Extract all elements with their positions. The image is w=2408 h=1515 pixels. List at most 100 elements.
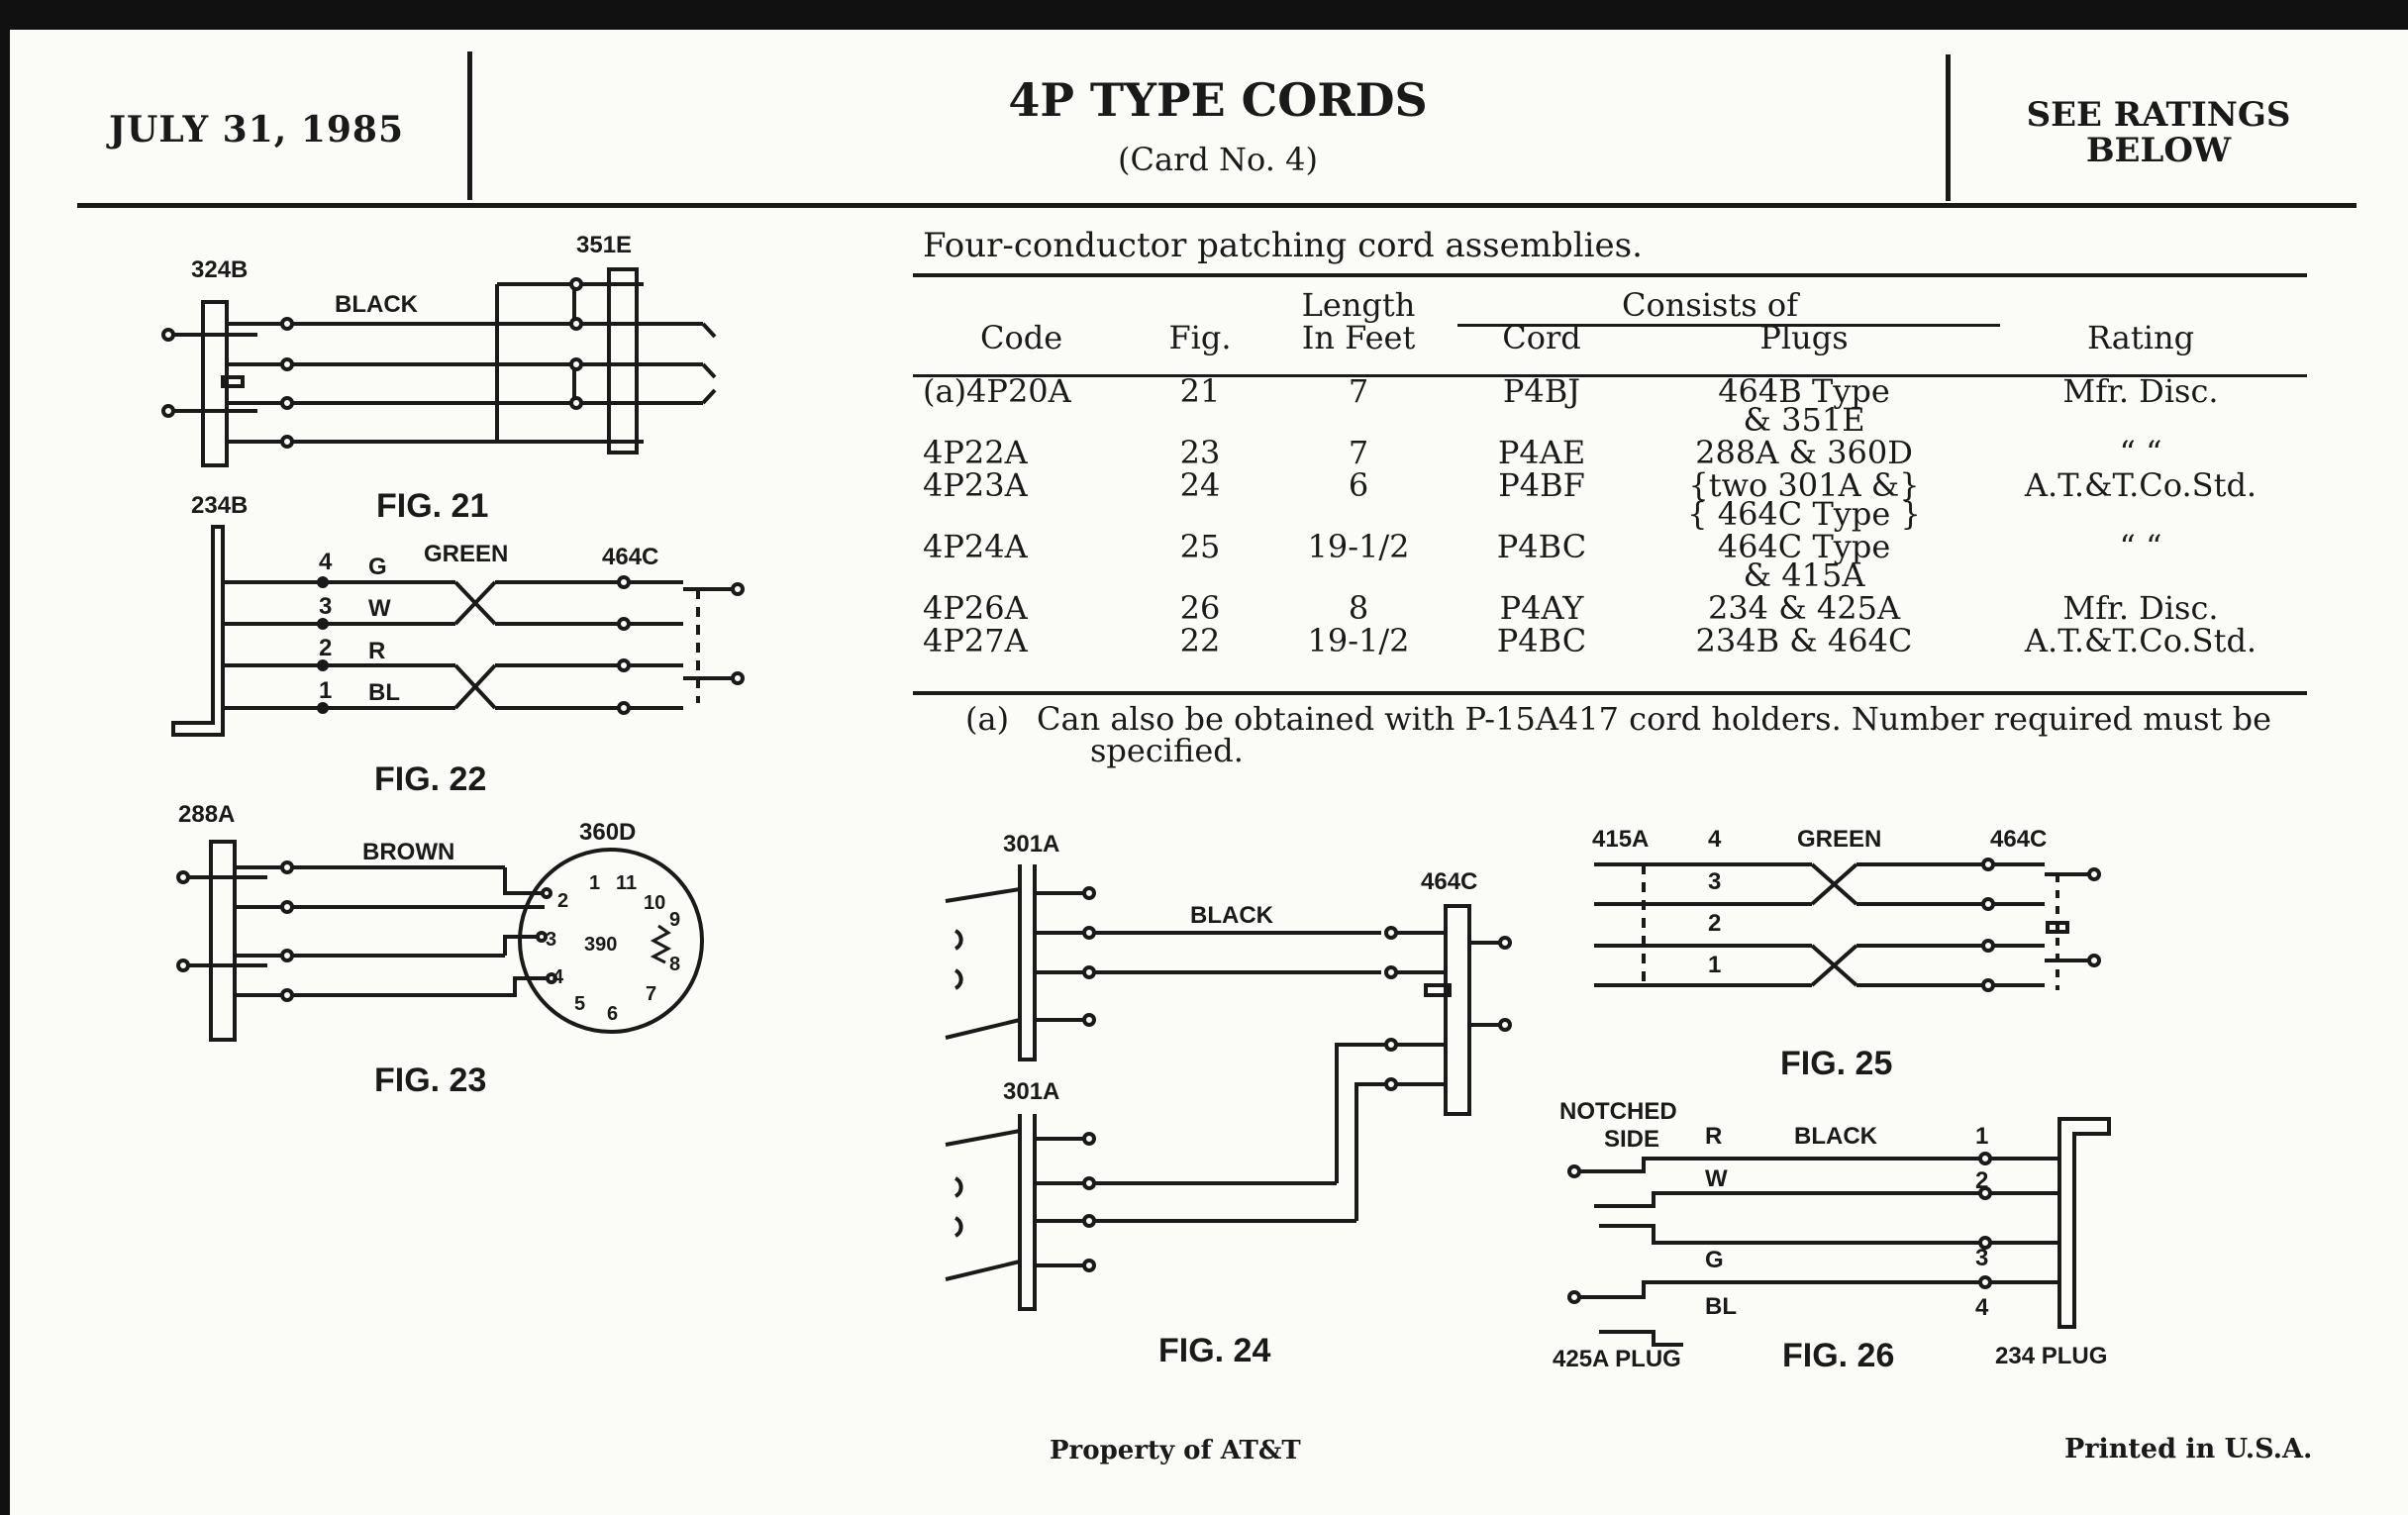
fig25-caption: FIG. 25 xyxy=(1780,1045,1892,1082)
header-plugs: Plugs xyxy=(1759,319,1849,356)
table-cell-cord: P4BC xyxy=(1496,528,1587,565)
fig22-color-g: G xyxy=(368,554,387,580)
fig26-notched-1: NOTCHED xyxy=(1559,1098,1677,1125)
table-header-row-1: Length Consists of xyxy=(923,289,2309,322)
fig23-pin-8: 8 xyxy=(669,954,680,975)
figure-23: 288A 360D BROWN 390 1 2 3 4 5 6 7 8 9 10… xyxy=(176,801,704,1099)
table-cell-rating: “ “ xyxy=(2119,528,2162,565)
ratings-line-1: SEE RATINGS xyxy=(2026,95,2291,135)
fig24-bottom-plug-body xyxy=(1018,1114,1037,1311)
table-cell-length: 19-1/2 xyxy=(1307,622,1410,659)
table-cell-cord: P4BF xyxy=(1498,466,1585,504)
figure-24: 301A 301A 464C BLACK FIG. 24 xyxy=(945,831,1512,1369)
fig25-pin-1: 1 xyxy=(1708,952,1721,978)
header-divider-right xyxy=(1946,54,1951,201)
header-divider-left xyxy=(467,51,472,200)
fig23-pin-7: 7 xyxy=(646,983,656,1005)
figure-26: NOTCHED SIDE R W G BL BLACK 1 2 3 4 425A… xyxy=(1553,1098,2111,1374)
plugs-line-1: 464B Type xyxy=(1718,372,1890,410)
fig23-right-plug-body xyxy=(518,848,704,1034)
header-fig: Fig. xyxy=(1168,319,1232,356)
fig23-pin-5: 5 xyxy=(574,993,585,1015)
table-cell-code: 4P22A xyxy=(923,434,1028,471)
fig22-pin-1: 1 xyxy=(319,677,332,704)
table-cell-fig: 26 xyxy=(1179,589,1221,627)
footer-property: Property of AT&T xyxy=(1050,1436,1301,1465)
header-length-1: Length xyxy=(1301,286,1416,324)
table-cell-cord: P4BJ xyxy=(1502,372,1581,410)
table-cell-cord: P4AE xyxy=(1497,434,1586,471)
fig24-right-plug-body xyxy=(1444,904,1471,1116)
fig22-pin-4: 4 xyxy=(319,549,333,575)
reference-card: JULY 31, 1985 4P TYPE CORDS (Card No. 4)… xyxy=(10,30,2408,1515)
table-cell-length: 8 xyxy=(1348,589,1369,627)
fig23-pin-10: 10 xyxy=(644,892,665,914)
table-cell-plugs: 464B Type& 351E xyxy=(1636,375,1972,437)
fig23-pin-4: 4 xyxy=(552,966,564,988)
fig21-wire-label: BLACK xyxy=(335,291,419,318)
footnote-label: (a) xyxy=(965,700,1010,738)
fig23-caption: FIG. 23 xyxy=(374,1061,486,1099)
table-cell-cord: P4AY xyxy=(1499,589,1584,627)
plugs-line-1: {two 301A &} xyxy=(1688,466,1920,504)
footnote-text-2: specified. xyxy=(1090,732,1244,769)
plugs-line-2: & 351E xyxy=(1743,401,1865,439)
plugs-line-2: { 464C Type } xyxy=(1687,495,1921,533)
table-footnote: (a) Can also be obtained with P-15A417 co… xyxy=(965,703,2312,766)
table-cell-code: 4P24A xyxy=(923,528,1028,565)
table-bottom-rule xyxy=(913,691,2307,695)
fig23-pin-2: 2 xyxy=(557,890,568,912)
fig21-right-plug-body xyxy=(607,267,639,454)
header-code: Code xyxy=(980,319,1063,356)
fig22-wire-label: GREEN xyxy=(424,541,508,567)
table-cell-rating: A.T.&T.Co.Std. xyxy=(2024,622,2258,659)
fig22-caption: FIG. 22 xyxy=(374,760,486,798)
fig23-wire-label: BROWN xyxy=(362,839,454,865)
fig26-right-plug-body xyxy=(2057,1117,2111,1329)
fig23-pin-11: 11 xyxy=(616,872,637,894)
fig22-color-w: W xyxy=(368,595,391,622)
fig26-color-r: R xyxy=(1705,1123,1722,1150)
table-header-row-2: Code Fig. In Feet Cord Plugs Rating xyxy=(923,322,2309,375)
plugs-line-1: 234B & 464C xyxy=(1695,622,1913,659)
fig26-pin-3: 3 xyxy=(1975,1245,1988,1271)
fig25-right-plug-label: 464C xyxy=(1990,826,2047,853)
description: Four-conductor patching cord assemblies. xyxy=(923,226,1643,265)
header-consists-of: Consists of xyxy=(1622,286,1798,324)
fig23-pin-3: 3 xyxy=(546,929,556,951)
fig24-bottom-plug-label: 301A xyxy=(1003,1078,1059,1105)
fig26-pin-1: 1 xyxy=(1975,1123,1988,1150)
fig21-caption: FIG. 21 xyxy=(376,487,488,525)
table-cell-code: 4P26A xyxy=(923,589,1028,627)
footnote-text-1: Can also be obtained with P-15A417 cord … xyxy=(1037,700,2272,738)
fig23-pin-1: 1 xyxy=(589,872,600,894)
fig22-left-plug-body xyxy=(171,525,225,737)
fig22-pin-2: 2 xyxy=(319,635,332,661)
table-cell-code: 4P27A xyxy=(923,622,1028,659)
table-cell-fig: 24 xyxy=(1179,466,1221,504)
fig26-color-bl: BL xyxy=(1705,1293,1737,1320)
fig22-color-r: R xyxy=(368,638,385,664)
table-top-rule xyxy=(913,273,2307,277)
table-cell-plugs: 234 & 425A xyxy=(1636,592,1972,625)
table-header-rule xyxy=(913,374,2307,377)
plugs-line-1: 464C Type xyxy=(1717,528,1891,565)
footer-printed: Printed in U.S.A. xyxy=(2064,1434,2313,1464)
table-cell-length: 6 xyxy=(1348,466,1369,504)
fig26-pin-4: 4 xyxy=(1975,1294,1989,1321)
table-cell-fig: 22 xyxy=(1179,622,1221,659)
figure-22: 234B 464C GREEN 4 3 2 1 G W R BL FIG. 22 xyxy=(171,492,745,798)
fig23-right-plug-label: 360D xyxy=(579,819,636,846)
fig23-center-label: 390 xyxy=(584,934,617,956)
wiring-diagrams: 324B 351E BLACK FIG. 21 234B 464C GREEN … xyxy=(161,232,2111,1374)
table-cell-rating: “ “ xyxy=(2119,434,2162,471)
fig23-left-plug-body xyxy=(209,840,237,1042)
table-cell-plugs: {two 301A &}{ 464C Type } xyxy=(1636,469,1972,531)
fig24-right-plug-label: 464C xyxy=(1421,868,1477,895)
card-date: JULY 31, 1985 xyxy=(109,109,405,151)
table-cell-plugs: 464C Type& 415A xyxy=(1636,531,1972,592)
